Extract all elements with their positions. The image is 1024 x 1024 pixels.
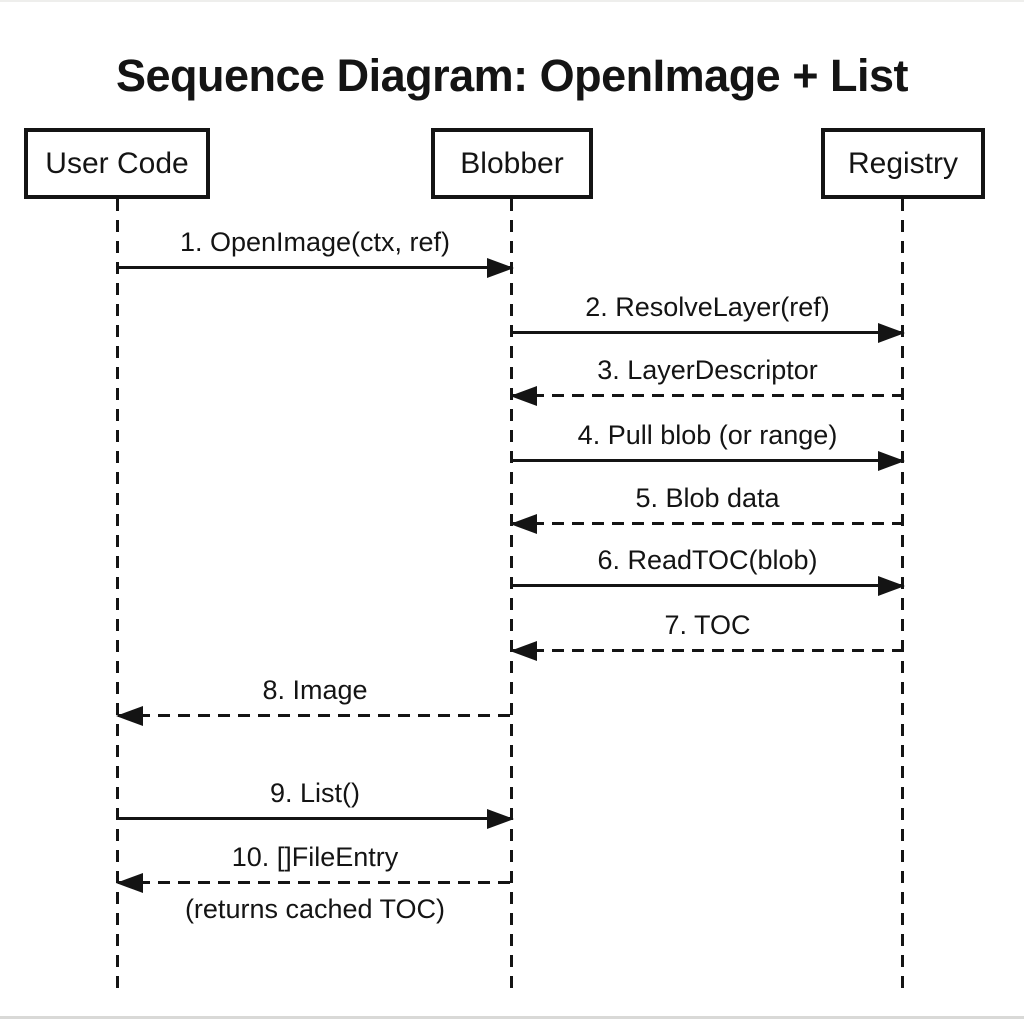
arrowhead-left-icon (510, 640, 537, 661)
arrow-line-dashed (510, 640, 903, 661)
actor-blobber: Blobber (431, 128, 593, 199)
message-6-readtoc: 6. ReadTOC(blob) (512, 543, 905, 596)
arrowhead-left-icon (116, 872, 143, 893)
message-10-fileentry: 10. []FileEntry (returns cached TOC) (116, 840, 512, 940)
arrowhead-right-icon (487, 808, 514, 829)
message-8-label: 8. Image (262, 675, 368, 705)
message-8-image: 8. Image (116, 673, 512, 726)
arrowhead-right-icon (878, 322, 905, 343)
arrow-line-solid (512, 322, 905, 343)
arrow-line-solid (512, 450, 905, 471)
arrowhead-right-icon (878, 575, 905, 596)
message-4-pull-blob: 4. Pull blob (or range) (512, 418, 905, 471)
arrow-line-solid (118, 808, 514, 829)
lifeline-blobber (510, 199, 513, 988)
diagram-title: Sequence Diagram: OpenImage + List (116, 50, 909, 101)
arrow-line-dashed (510, 513, 903, 534)
arrow-line-solid (512, 575, 905, 596)
message-2-label: 2. ResolveLayer(ref) (585, 292, 830, 322)
arrow-line-dashed (116, 872, 512, 893)
arrow-line-dashed (510, 385, 903, 406)
message-1-label: 1. OpenImage(ctx, ref) (179, 227, 451, 257)
actor-user-code: User Code (24, 128, 210, 199)
bottom-edge-line (0, 1016, 1024, 1019)
actor-registry: Registry (821, 128, 985, 199)
actor-registry-label: Registry (847, 146, 959, 180)
message-3-label: 3. LayerDescriptor (597, 355, 818, 385)
actor-blobber-label: Blobber (460, 146, 564, 180)
arrowhead-left-icon (510, 513, 537, 534)
arrowhead-left-icon (116, 705, 143, 726)
message-2-resolvelayer: 2. ResolveLayer(ref) (512, 290, 905, 343)
message-10-label: 10. []FileEntry (231, 842, 399, 872)
message-7-label: 7. TOC (664, 610, 751, 640)
arrow-line-dashed (116, 705, 512, 726)
arrowhead-right-icon (487, 257, 514, 278)
message-9-list: 9. List() (118, 776, 514, 829)
arrow-line-solid (118, 257, 514, 278)
message-5-label: 5. Blob data (635, 483, 780, 513)
message-4-label: 4. Pull blob (or range) (577, 420, 838, 450)
message-10-note: (returns cached TOC) (184, 894, 446, 924)
actor-user-code-label: User Code (45, 146, 189, 180)
top-edge-line (0, 0, 1024, 2)
message-1-openimage: 1. OpenImage(ctx, ref) (118, 225, 514, 278)
message-9-label: 9. List() (269, 778, 361, 808)
message-5-blob-data: 5. Blob data (510, 481, 903, 534)
lifeline-user-code (116, 199, 119, 988)
message-3-layerdescriptor: 3. LayerDescriptor (510, 353, 903, 406)
arrowhead-right-icon (878, 450, 905, 471)
message-6-label: 6. ReadTOC(blob) (597, 545, 818, 575)
message-7-toc: 7. TOC (510, 608, 903, 661)
arrowhead-left-icon (510, 385, 537, 406)
